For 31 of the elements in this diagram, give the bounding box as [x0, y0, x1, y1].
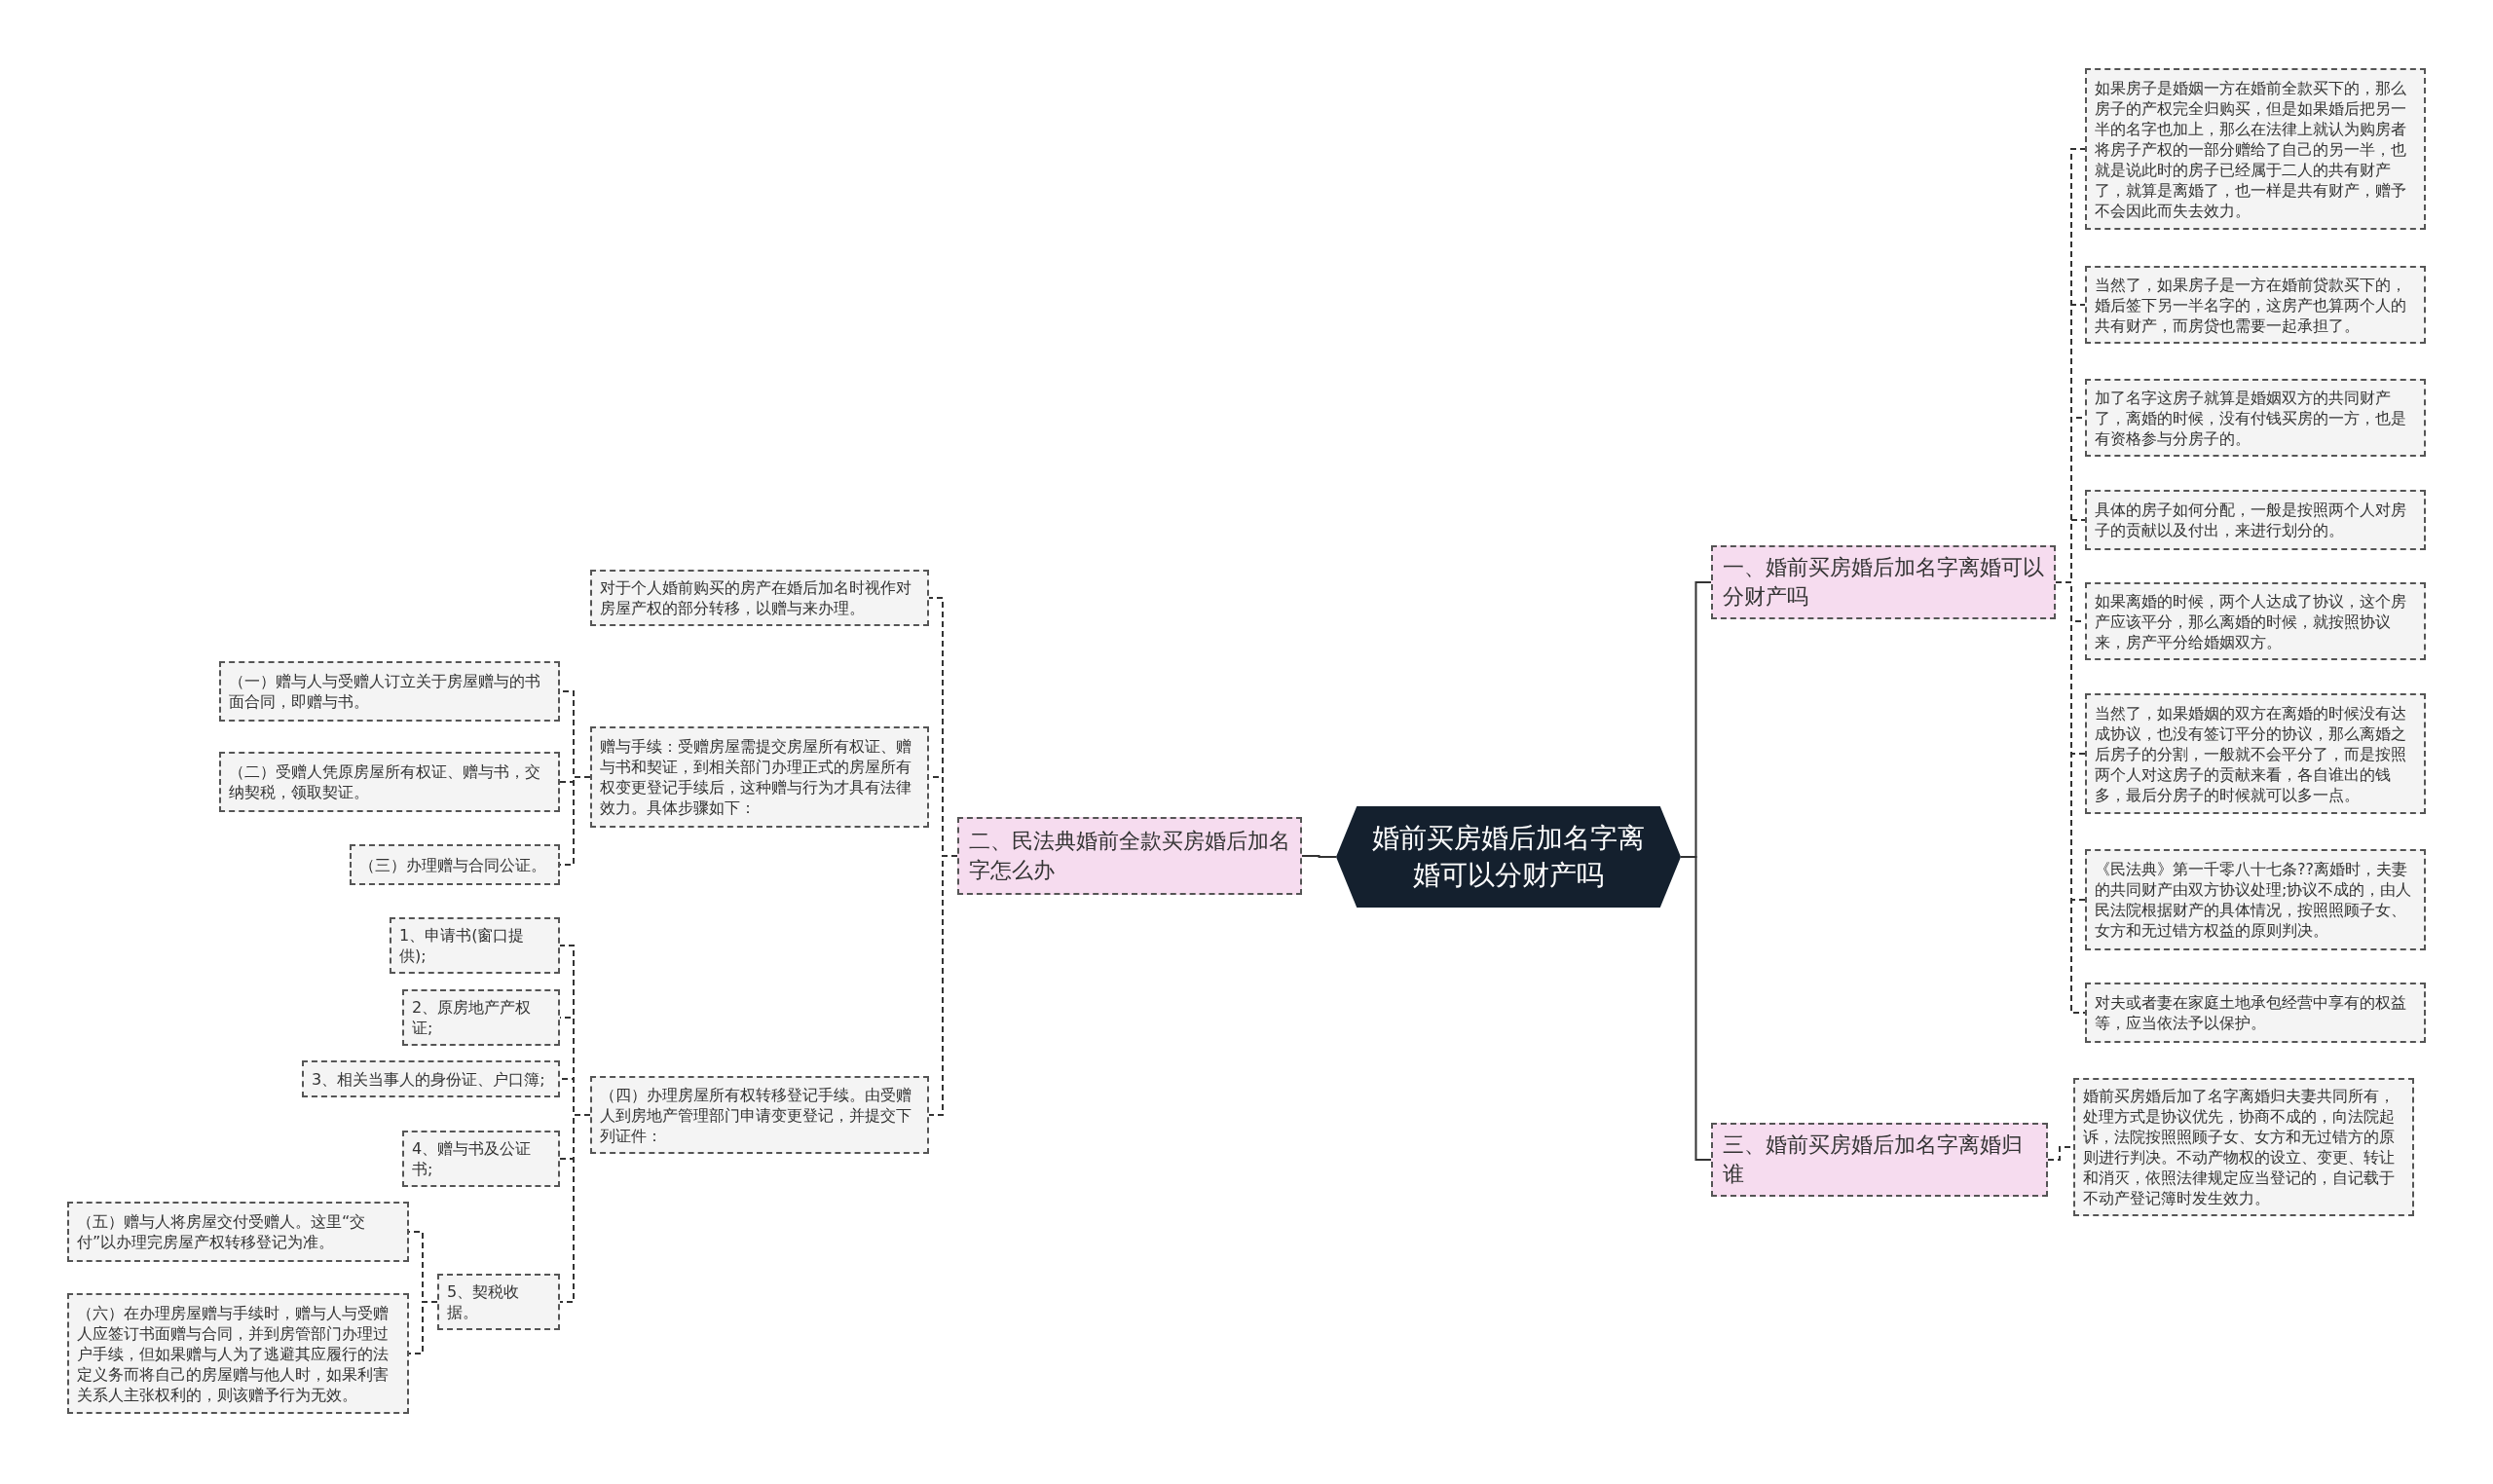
note-box: 如果离婚的时候，两个人达成了协议，这个房产应该平分，那么离婚的时候，就按照协议来，房产平分给婚姻双方。: [2085, 582, 2426, 660]
connector-line: [1301, 855, 1337, 858]
note-box: 具体的房子如何分配，一般是按照两个人对房子的贡献以及付出，来进行划分的。: [2085, 490, 2426, 550]
note-box: （四）办理房屋所有权转移登记手续。由受赠人到房地产管理部门申请变更登记，并提交下列证件：: [590, 1076, 929, 1154]
note-box: 对于个人婚前购买的房产在婚后加名时视作对房屋产权的部分转移，以赠与来办理。: [590, 570, 929, 626]
note-box: （一）赠与人与受赠人订立关于房屋赠与的书面合同，即赠与书。: [219, 661, 560, 722]
note-box: 4、赠与书及公证书;: [402, 1131, 560, 1187]
note-box: （五）赠与人将房屋交付受赠人。这里“交付”以办理完房屋产权转移登记为准。: [67, 1202, 409, 1262]
note-box: （六）在办理房屋赠与手续时，赠与人与受赠人应签订书面赠与合同，并到房管部门办理过户手续，但如果赠与人为了逃避其应履行的法定义务而将自己的房屋赠与他人时，如果利害关系人主张权利的，则该赠予行为无效。: [67, 1293, 409, 1414]
note-box: 加了名字这房子就算是婚姻双方的共同财产了，离婚的时候，没有付钱买房的一方，也是有资格参与分房子的。: [2085, 379, 2426, 457]
connector-line: [928, 855, 958, 1116]
note-box: 5、契税收据。: [437, 1274, 560, 1330]
connector-line: [1680, 856, 1712, 1161]
note-box: 3、相关当事人的身份证、户口簿;: [302, 1060, 560, 1097]
topic-box: 一、婚前买房婚后加名字离婚可以分财产吗: [1711, 545, 2056, 619]
note-box: 1、申请书(窗口提供);: [390, 917, 560, 974]
topic-box: 二、民法典婚前全款买房婚后加名字怎么办: [957, 817, 1302, 895]
note-box: （三）办理赠与合同公证。: [350, 844, 560, 885]
note-box: 如果房子是婚姻一方在婚前全款买下的，那么房子的产权完全归购买，但是如果婚后把另一半的名字也加上，那么在法律上就认为购房者将房子产权的一部分赠给了自己的另一半，也就是说此时的房子已经属于二人的共有财产了，就算是离婚了，也一样是共有财产，赠予不会因此而失去效力。: [2085, 68, 2426, 230]
note-box: （二）受赠人凭原房屋所有权证、赠与书，交纳契税，领取契证。: [219, 752, 560, 812]
note-box: 婚前买房婚后加了名字离婚归夫妻共同所有，处理方式是协议优先，协商不成的，向法院起诉，法院按照照顾子女、女方和无过错方的原则进行判决。不动产物权的设立、变更、转让和消灭，依照法律规定应当登记的，自记载于不动产登记簿时发生效力。: [2073, 1078, 2414, 1216]
note-box: 赠与手续：受赠房屋需提交房屋所有权证、赠与书和契证，到相关部门办理正式的房屋所有权变更登记手续后，这种赠与行为才具有法律效力。具体步骤如下：: [590, 726, 929, 828]
note-box: 当然了，如果婚姻的双方在离婚的时候没有达成协议，也没有签订平分的协议，那么离婚之后房子的分割，一般就不会平分了，而是按照两个人对这房子的贡献来看，各自谁出的钱多，最后分房子的时候就可以多一点。: [2085, 693, 2426, 814]
note-box: 当然了，如果房子是一方在婚前贷款买下的，婚后签下另一半名字的，这房产也算两个人的共有财产，而房贷也需要一起承担了。: [2085, 266, 2426, 344]
note-box: 《民法典》第一千零八十七条??离婚时，夫妻的共同财产由双方协议处理;协议不成的，由人民法院根据财产的具体情况，按照照顾子女、女方和无过错方权益的原则判决。: [2085, 849, 2426, 950]
note-box: 2、原房地产产权证;: [402, 989, 560, 1046]
topic-box: 三、婚前买房婚后加名字离婚归谁: [1711, 1123, 2048, 1197]
note-box: 对夫或者妻在家庭土地承包经营中享有的权益等，应当依法予以保护。: [2085, 983, 2426, 1043]
connector-line: [559, 1114, 591, 1303]
central-topic: 婚前买房婚后加名字离婚可以分财产吗: [1336, 806, 1681, 908]
connector-line: [408, 1301, 438, 1354]
